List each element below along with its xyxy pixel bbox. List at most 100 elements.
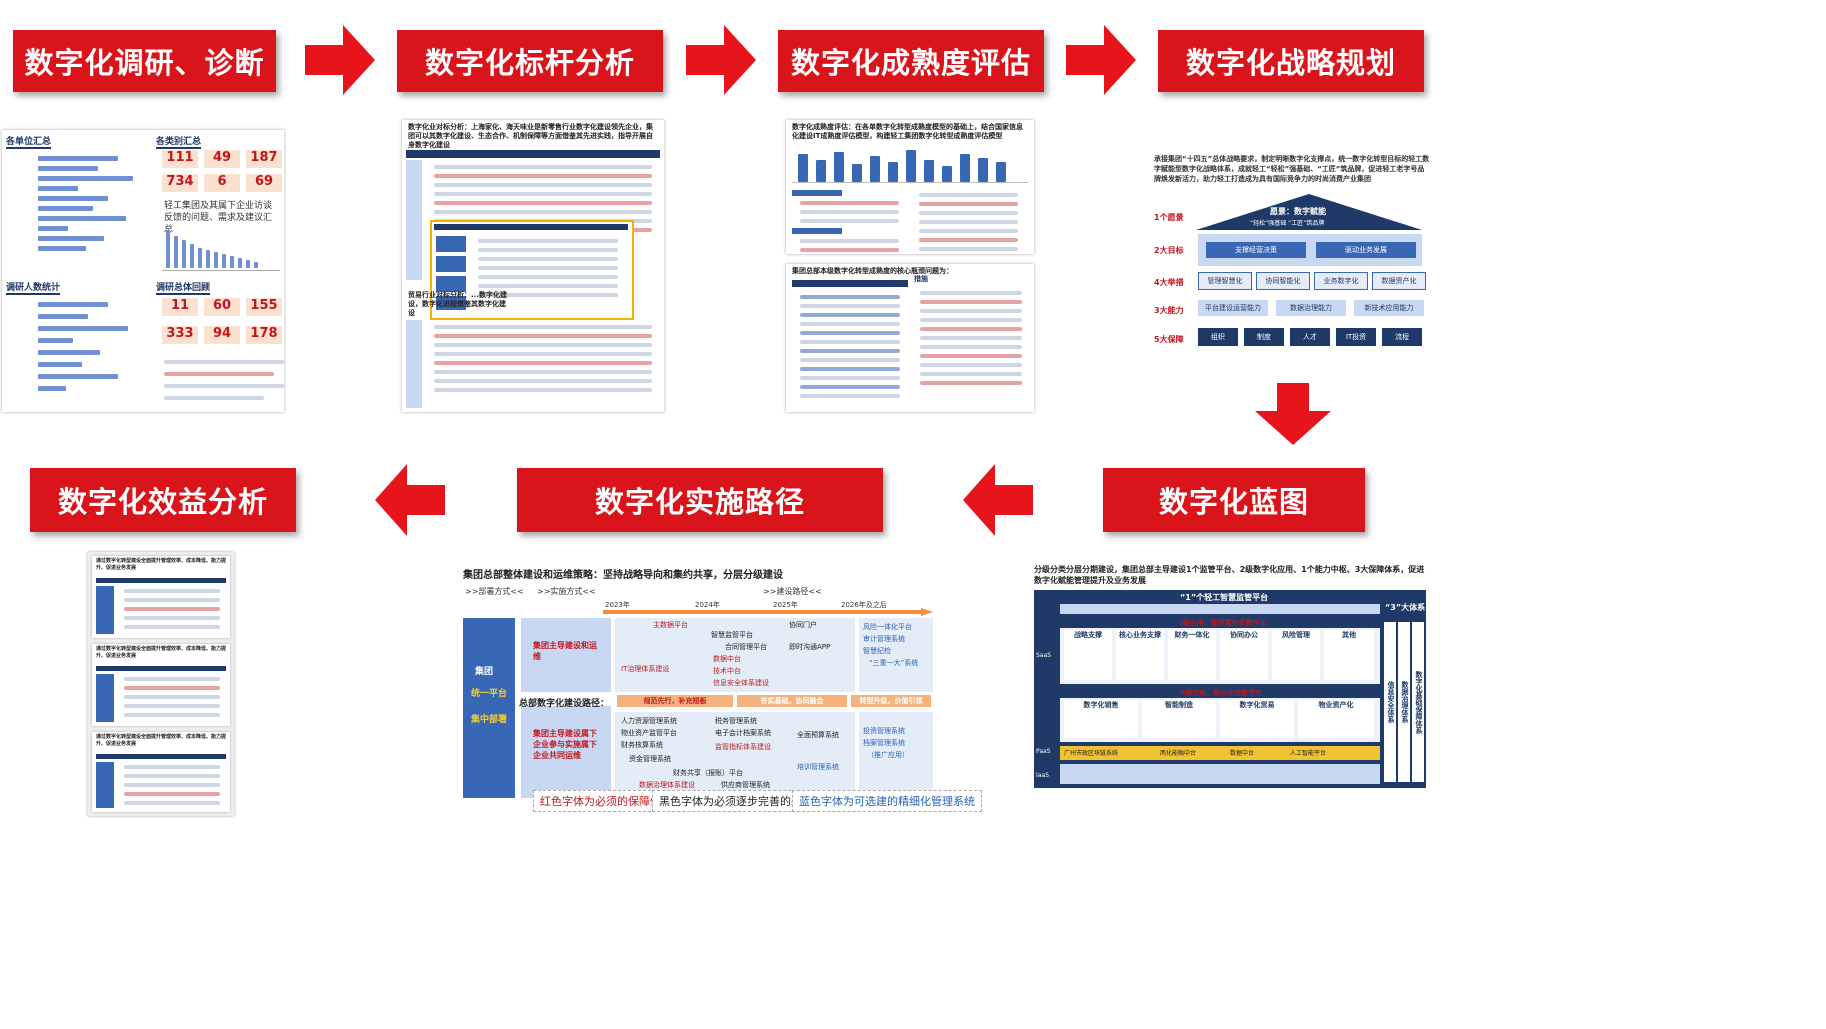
maturity-thumbnail-2: 集团总部本级数字化转型成熟度的核心瓶颈问题为： 措施	[786, 264, 1034, 412]
blueprint-module: 数字化贸易	[1220, 700, 1294, 738]
stat-number: 49	[204, 150, 240, 168]
roadmap-group: 集团	[475, 667, 494, 677]
stat-number: 155	[246, 298, 282, 316]
arrow-left-icon	[963, 464, 1033, 536]
benefit-title: 通过数字化转型建设全面提升管理效率、成本降低、能力提升、促进业务发展	[96, 558, 227, 571]
stat-number: 187	[246, 150, 282, 168]
roadmap-phase: 夯实基础，协同融合	[737, 695, 847, 707]
strategy-item: 制度	[1244, 328, 1284, 346]
strategy-row-label: 3大能力	[1154, 306, 1184, 315]
roadmap-system: 全面预算系统	[797, 731, 839, 739]
blueprint-system: 数据治理体系	[1398, 622, 1410, 782]
blueprint-module: 战略支撑	[1064, 630, 1112, 680]
roadmap-system: IT治理体系建设	[621, 665, 670, 673]
arrow-right-icon	[686, 25, 756, 95]
roadmap-year: 2024年	[695, 601, 720, 609]
roadmap-phase: 转型升级，价值引领	[851, 695, 931, 707]
roadmap-system: （推广应用）	[867, 751, 909, 759]
blueprint-side-label: SaaS	[1036, 652, 1051, 659]
step-strategy-banner: 数字化战略规划	[1158, 30, 1424, 92]
roadmap-system: 财务核算系统	[621, 741, 663, 749]
roadmap-system: 风险一体化平台	[863, 623, 912, 631]
roadmap-system: 数据中台	[713, 655, 741, 663]
benefit-title: 通过数字化转型建设全面提升管理效率、成本降低、能力提升、促进业务发展	[96, 646, 227, 659]
stat-number: 94	[204, 326, 240, 344]
benchmark-title: 数字化业对标分析：上海家化、海天味业是新零售行业数字化建设领先企业，集团可以其数…	[408, 123, 653, 149]
step-benchmark-banner: 数字化标杆分析	[397, 30, 663, 92]
roadmap-system: 档案管理系统	[863, 739, 905, 747]
roadmap-system: 培训管理系统	[797, 763, 839, 771]
stat-number: 6	[204, 174, 240, 192]
roadmap-system: 投资管理系统	[863, 727, 905, 735]
roadmap-head: >>实施方式<<	[537, 587, 596, 596]
maturity-title: 数字化成熟度评估：在各单数字化转型成熟度模型的基础上，结合国家信息化建设IT成熟…	[792, 123, 1023, 140]
strategy-vision: 愿景：数字赋能	[1270, 207, 1326, 216]
stat-number: 111	[162, 150, 198, 168]
roadmap-year: 2025年	[773, 601, 798, 609]
survey-box-label: 各单位汇总	[6, 134, 52, 149]
strategy-item: 支撑经营决策	[1206, 242, 1306, 258]
blueprint-intro: 分级分类分层分期建设，集团总部主导建设1个监管平台、2级数字化应用、1个能力中枢…	[1034, 565, 1425, 585]
roadmap-group: 集中部署	[471, 715, 508, 725]
blueprint-module: 其他	[1324, 630, 1374, 680]
blueprint-system: 信息安全体系	[1384, 622, 1396, 782]
strategy-item: 数据资产化	[1372, 272, 1426, 290]
strategy-item: 新技术应用能力	[1354, 300, 1424, 316]
roadmap-year: 2023年	[605, 601, 630, 609]
roadmap-year: 2026年及之后	[841, 601, 887, 609]
roadmap-system: 合同管理平台	[725, 643, 767, 651]
step-benefit-banner: 数字化效益分析	[30, 468, 296, 532]
arrow-down-icon	[1255, 383, 1331, 445]
step-maturity-banner: 数字化成熟度评估	[778, 30, 1044, 92]
blueprint-three-systems: “3”大体系	[1385, 603, 1426, 612]
blueprint-module: 协同办公	[1220, 630, 1268, 680]
roadmap-system: 主数据平台	[653, 621, 688, 629]
step-survey-banner: 数字化调研、诊断	[13, 30, 276, 92]
blueprint-module: 风险管理	[1272, 630, 1320, 680]
stat-number: 333	[162, 326, 198, 344]
roadmap-system: 智慧监管平台	[711, 631, 753, 639]
blueprint-side-label: PaaS	[1036, 748, 1051, 755]
roadmap-group: 统一平台	[471, 689, 508, 699]
blueprint-module: 核心业务支撑	[1116, 630, 1164, 680]
roadmap-system: 数据治理体系建设	[639, 781, 695, 789]
roadmap-system: 电子会计档案系统	[715, 729, 771, 737]
blueprint-top-platform: “1”个轻工智慧监管平台	[1180, 593, 1269, 602]
arrow-right-icon	[1066, 25, 1136, 95]
roadmap-legend-item: 蓝色字体为可选建的精细化管理系统	[792, 790, 982, 812]
strategy-row-label: 2大目标	[1154, 246, 1184, 255]
roadmap-system: 供应商管理系统	[721, 781, 770, 789]
roadmap-head: >>部署方式<<	[465, 587, 524, 596]
blueprint-bottom-item: 两化能融中台	[1160, 750, 1197, 757]
roadmap-system: 信息安全体系建设	[713, 679, 769, 687]
blueprint-side-label: IaaS	[1036, 772, 1049, 779]
strategy-row-label: 1个愿景	[1154, 213, 1184, 222]
blueprint-system: 数字化基础保障体系	[1412, 622, 1424, 782]
blueprint-thumbnail: 分级分类分层分期建设，集团总部主导建设1个监管平台、2级数字化应用、1个能力中枢…	[1030, 562, 1434, 790]
strategy-thumbnail: 承接集团“十四五”总体战略要求，制定明晰数字化支撑点，统一数字化转型目标的轻工数…	[1150, 150, 1434, 360]
roadmap-system: 技术中台	[713, 667, 741, 675]
maturity-sub-label: 措施	[914, 275, 928, 283]
roadmap-title: 集团总部整体建设和运维策略：坚持战略导向和集约共享，分层分级建设	[463, 570, 783, 581]
roadmap-system: 智慧纪检	[863, 647, 891, 655]
stat-number: 60	[204, 298, 240, 316]
roadmap-system: 资金管理系统	[629, 755, 671, 763]
roadmap-system: 协同门户	[789, 621, 817, 629]
maturity-title-2: 集团总部本级数字化转型成熟度的核心瓶颈问题为：	[792, 267, 953, 275]
step-blueprint-banner: 数字化蓝图	[1103, 468, 1365, 532]
strategy-item: 驱动业务发展	[1316, 242, 1416, 258]
survey-box-label: 调研总体回顾	[156, 280, 211, 295]
benefit-thumbnail: 通过数字化转型建设全面提升管理效率、成本降低、能力提升、促进业务发展 通过数字化…	[88, 552, 234, 816]
roadmap-system: 审计管理系统	[863, 635, 905, 643]
blueprint-module: 智能制造	[1142, 700, 1216, 738]
roadmap-system: 人力资源管理系统	[621, 717, 677, 725]
strategy-item: 组织	[1198, 328, 1238, 346]
roadmap-system: 财务共享（报账）平台	[673, 769, 743, 777]
survey-thumbnail: 各单位汇总 各类别汇总 111 49 187 734 6 69 轻工集团及其属下…	[2, 130, 284, 412]
roadmap-phase: 规范先行，补充短板	[617, 695, 733, 707]
roadmap-thumbnail: 集团总部整体建设和运维策略：坚持战略导向和集约共享，分层分级建设 >>部署方式<…	[463, 562, 933, 810]
strategy-intro: 承接集团“十四五”总体战略要求，制定明晰数字化支撑点，统一数字化转型目标的轻工数…	[1154, 155, 1430, 183]
roadmap-system: 即时沟通APP	[789, 643, 831, 651]
blueprint-bottom-item: 人工智能平台	[1290, 750, 1327, 757]
benchmark-title-2: 贸易行业对标分析：...数字化建设，数字化进程借鉴其数字化建设	[408, 291, 507, 317]
